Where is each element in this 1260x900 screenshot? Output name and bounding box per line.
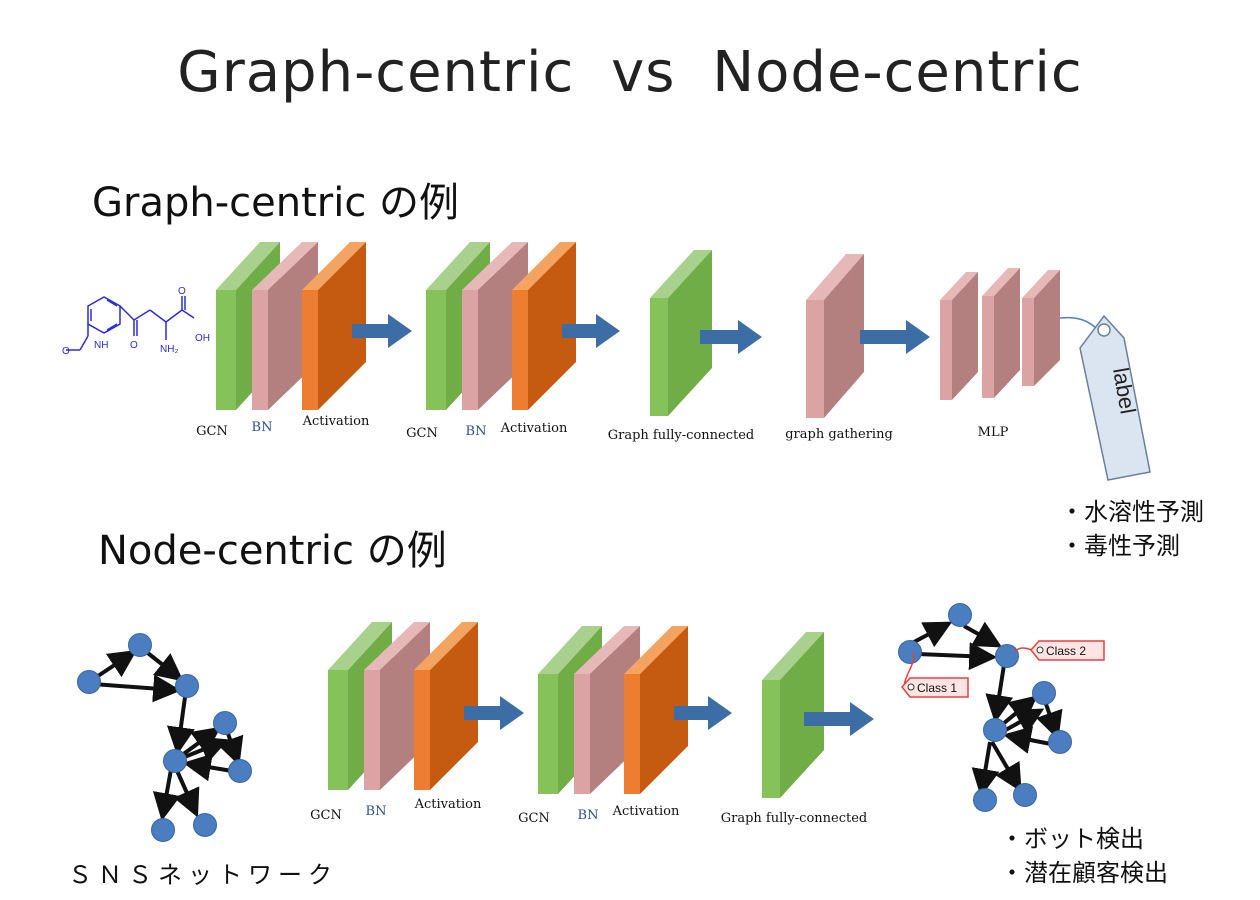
activation-layer-2 xyxy=(512,242,576,410)
node-task-item: ・ボット検出 xyxy=(1000,825,1144,853)
graph-task-item: ・毒性予測 xyxy=(1060,532,1180,560)
node-bn-label-2: BN xyxy=(577,808,599,823)
node-activation-layer-2 xyxy=(624,626,688,794)
node-arrow-2 xyxy=(674,696,732,730)
molecule-nh2-label: NH₂ xyxy=(160,344,178,355)
activation-layer-1 xyxy=(302,242,366,410)
class-2-text: Class 2 xyxy=(1046,644,1086,658)
graph-centric-heading: Graph-centric の例 xyxy=(92,180,460,226)
graph-gathering-layer xyxy=(806,254,864,418)
gcn-label-1: GCN xyxy=(196,424,228,439)
graph-gathering-label: graph gathering xyxy=(785,427,893,442)
mlp-layers xyxy=(940,268,1060,400)
sns-network-nodes xyxy=(77,633,252,842)
activation-label-2: Activation xyxy=(500,421,568,436)
molecule-o3-label: O xyxy=(62,346,70,357)
graph-fc-layer xyxy=(650,250,712,416)
gcn-label-2: GCN xyxy=(406,426,438,441)
molecule-nh-label: NH xyxy=(94,340,108,351)
graph-task-item: ・水溶性予測 xyxy=(1060,498,1204,526)
class-1-text: Class 1 xyxy=(917,681,957,695)
node-task-item: ・潜在顧客検出 xyxy=(1000,859,1168,887)
molecule-oh-label: OH xyxy=(195,333,210,344)
node-centric-heading: Node-centric の例 xyxy=(98,528,447,574)
molecule-structure xyxy=(66,296,195,351)
node-task-list: ・ボット検出 ・潜在顧客検出 xyxy=(1000,822,1168,890)
activation-label-1: Activation xyxy=(302,414,370,429)
node-graph-fc-label: Graph fully-connected xyxy=(720,811,868,826)
bn-label-1: BN xyxy=(251,420,273,435)
arrow-2 xyxy=(562,314,620,348)
bn-label-2: BN xyxy=(465,424,487,439)
arrow-1 xyxy=(352,314,412,348)
node-activation-label-1: Activation xyxy=(414,797,482,812)
graph-fc-label: Graph fully-connected xyxy=(607,428,755,443)
graph-task-list: ・水溶性予測 ・毒性予測 xyxy=(1060,495,1204,563)
molecule-o-label: O xyxy=(130,340,138,351)
node-bn-label-1: BN xyxy=(365,804,387,819)
node-activation-label-2: Activation xyxy=(612,804,680,819)
node-gcn-label-1: GCN xyxy=(310,808,342,823)
node-arrow-1 xyxy=(464,696,524,730)
sns-network-graph xyxy=(90,648,244,822)
arrow-4 xyxy=(860,320,930,354)
label-tag: label xyxy=(1059,314,1151,481)
class-2-tag: Class 2 xyxy=(1013,640,1105,661)
node-arrow-3 xyxy=(804,702,874,736)
class-1-tag: Class 1 xyxy=(901,651,969,698)
node-graph-fc-layer xyxy=(762,632,824,798)
node-gcn-label-2: GCN xyxy=(518,811,550,826)
classified-network-nodes xyxy=(898,603,1072,812)
sns-network-caption: ＳＮＳネットワーク xyxy=(68,861,338,889)
molecule-o2-label: O xyxy=(178,286,186,297)
slide-title: Graph-centric vs Node-centric xyxy=(177,40,1083,105)
mlp-label: MLP xyxy=(977,425,1009,440)
node-activation-layer-1 xyxy=(414,622,478,790)
arrow-3 xyxy=(700,320,762,354)
